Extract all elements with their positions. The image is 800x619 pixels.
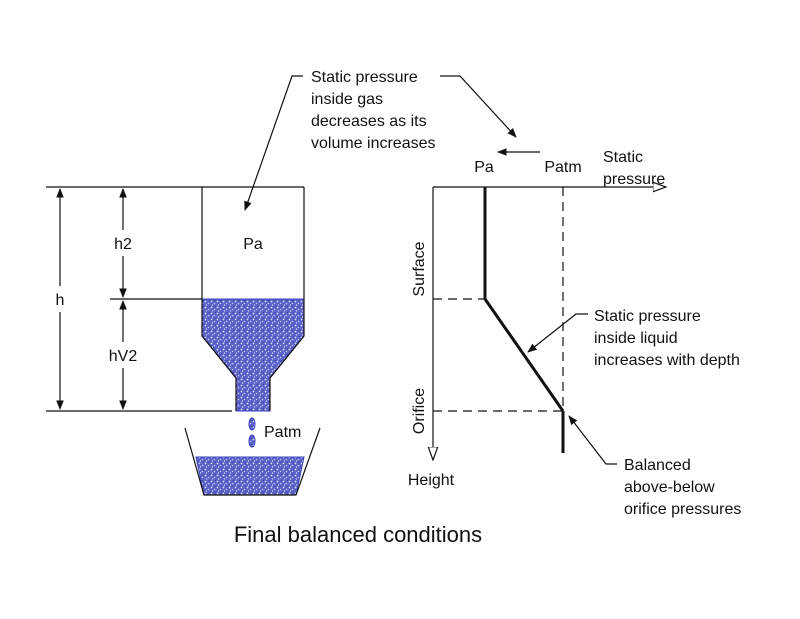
basin-liquid — [195, 456, 305, 496]
liquid-pressure-annotation: Static pressure inside liquid increases … — [527, 308, 740, 369]
balanced-leader-arrow — [568, 415, 617, 465]
dimension-h2-label: h2 — [114, 236, 132, 253]
liquid-leader-arrow — [527, 313, 588, 353]
basin-outline — [184, 427, 321, 496]
annotation-line: Static pressure — [311, 69, 418, 86]
liquid-drop — [248, 417, 256, 431]
tank-outline — [201, 187, 305, 411]
annotation-line: decreases as its — [311, 113, 427, 130]
tank-diagram: h h2 hV2 Pa Patm — [46, 186, 321, 496]
balanced-pressure-annotation: Balanced above-below orifice pressures — [568, 415, 741, 518]
gas-leader-arrow — [244, 75, 303, 211]
y-axis-label: Height — [408, 472, 455, 489]
pressure-profile-line — [483, 187, 565, 412]
annotation-line: inside gas — [311, 91, 383, 108]
annotation-line: volume increases — [311, 135, 436, 152]
dimension-hv2-label: hV2 — [109, 348, 138, 365]
annotation-line: Balanced — [624, 457, 691, 474]
gas-pressure-label: Pa — [243, 236, 263, 253]
dimension-h-label: h — [56, 292, 65, 309]
liquid-drop — [248, 434, 256, 448]
gas-pressure-annotation: Static pressure inside gas decreases as … — [244, 69, 517, 211]
annotation-line: orifice pressures — [624, 501, 741, 518]
orifice-marker-label: Orifice — [411, 388, 428, 434]
pressure-graph: Static pressure Pa Patm Height Surface O… — [408, 148, 666, 489]
pressure-drop-leader-arrow — [440, 75, 517, 138]
atmospheric-pressure-label: Patm — [264, 424, 301, 441]
diagram-title: Final balanced conditions — [234, 522, 482, 547]
pa-marker-label: Pa — [474, 159, 494, 176]
annotation-line: increases with depth — [594, 352, 740, 369]
annotation-line: Static pressure — [594, 308, 701, 325]
annotation-line: inside liquid — [594, 330, 678, 347]
patm-marker-label: Patm — [544, 159, 581, 176]
x-axis-label: pressure — [603, 171, 665, 188]
x-axis-label: Static — [603, 149, 643, 166]
surface-marker-label: Surface — [411, 241, 428, 296]
annotation-line: above-below — [624, 479, 715, 496]
